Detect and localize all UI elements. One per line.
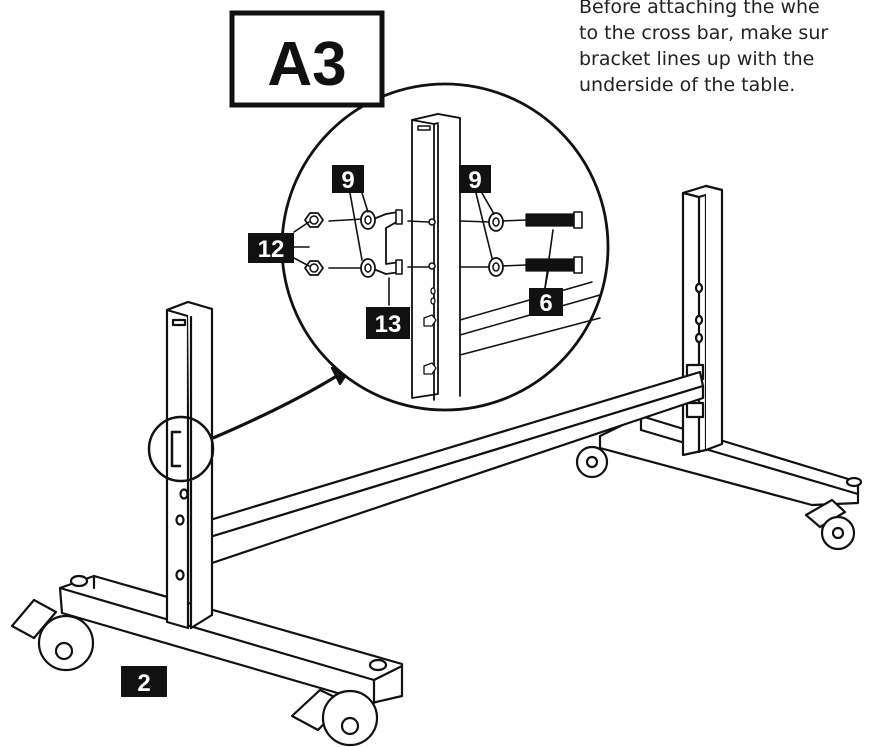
callout-washer-left: 9 — [332, 165, 364, 194]
bolts — [525, 211, 583, 274]
left-upright-post — [165, 300, 214, 630]
caster-wheel-right-front — [804, 498, 856, 551]
callout-label: 12 — [258, 236, 285, 263]
instruction-line: Before attaching the whe — [579, 0, 820, 18]
caster-wheel-left-back — [10, 598, 95, 672]
zoom-detail — [280, 82, 610, 412]
right-foot-bar — [598, 414, 863, 507]
caster-wheel-left-front — [290, 688, 379, 747]
instruction-line: bracket lines up with the — [579, 48, 815, 70]
nuts — [304, 212, 324, 276]
step-label-box: A3 — [229, 10, 385, 108]
washers-left — [360, 210, 376, 278]
callout-label: 9 — [468, 167, 481, 194]
instruction-line: underside of the table. — [579, 74, 796, 96]
callout-bracket: 13 — [366, 307, 410, 339]
callout-label: 9 — [341, 167, 354, 194]
callout-label: 6 — [539, 290, 552, 317]
step-label: A3 — [267, 30, 346, 99]
instruction-line: to the cross bar, make sur — [579, 22, 829, 44]
callout-label: 13 — [375, 311, 402, 338]
caster-wheel-right-back — [575, 445, 609, 479]
bracket — [375, 209, 403, 275]
detail-arrow — [211, 372, 342, 440]
left-foot-bar — [58, 574, 404, 705]
callout-base-foot: 2 — [121, 666, 167, 697]
detail-indicator-circle — [147, 415, 215, 483]
right-upright-post — [681, 184, 724, 457]
callout-nut: 12 — [248, 233, 294, 263]
washers-right — [488, 212, 504, 277]
callout-washer-right: 9 — [459, 165, 491, 194]
callout-bolt: 6 — [529, 288, 563, 317]
instruction-text: Before attaching the whe to the cross ba… — [579, 0, 874, 98]
callout-label: 2 — [137, 670, 150, 697]
